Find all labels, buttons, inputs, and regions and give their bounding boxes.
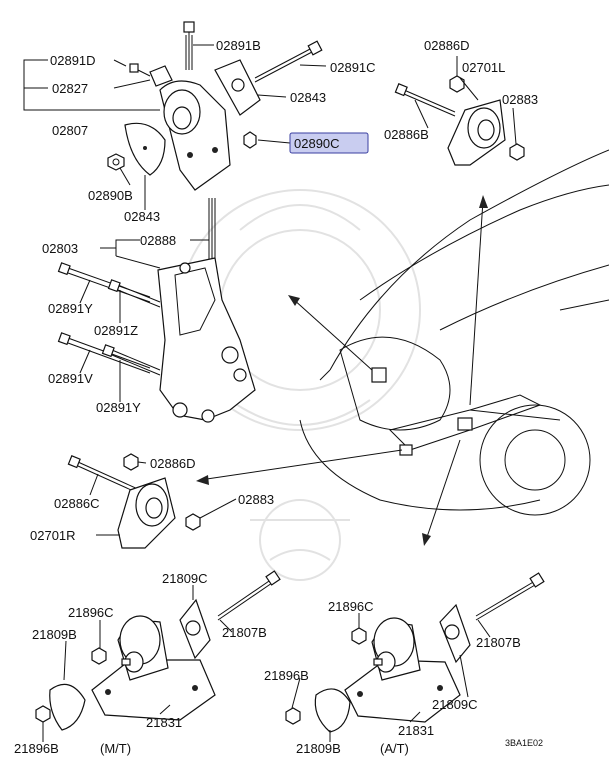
at-transmission-mount <box>285 572 545 733</box>
label-21807B-at[interactable]: 21807B <box>476 635 521 650</box>
label-21809B-at[interactable]: 21809B <box>296 741 341 756</box>
label-02827[interactable]: 02827 <box>52 81 88 96</box>
label-21896B-at[interactable]: 21896B <box>264 668 309 683</box>
label-02891C[interactable]: 02891C <box>330 60 376 75</box>
diagram-code: 3BA1E02 <box>505 738 543 748</box>
label-02890B[interactable]: 02890B <box>88 188 133 203</box>
label-21809B-mt[interactable]: 21809B <box>32 627 77 642</box>
label-21809C-at[interactable]: 21809C <box>432 697 478 712</box>
engine-mount-bracket-02803 <box>57 198 256 423</box>
label-21896C-mt[interactable]: 21896C <box>68 605 114 620</box>
label-02886B[interactable]: 02886B <box>384 127 429 142</box>
right-engine-mount-02701R <box>67 453 201 549</box>
label-21831-mt[interactable]: 21831 <box>146 715 182 730</box>
label-02886C[interactable]: 02886C <box>54 496 100 511</box>
label-02843-left[interactable]: 02843 <box>124 209 160 224</box>
label-02701L[interactable]: 02701L <box>462 60 505 75</box>
label-02886D-top[interactable]: 02886D <box>424 38 470 53</box>
highlighted-part-box <box>289 132 369 154</box>
top-engine-mount-assembly <box>107 21 323 191</box>
label-02890C[interactable]: 02890C <box>294 136 340 151</box>
label-02883-top[interactable]: 02883 <box>502 92 538 107</box>
label-02888[interactable]: 02888 <box>140 233 176 248</box>
label-02886D-mid[interactable]: 02886D <box>150 456 196 471</box>
left-engine-mount-02701L <box>394 75 525 166</box>
label-02891D[interactable]: 02891D <box>50 53 96 68</box>
car-body-outline <box>299 149 609 516</box>
label-21831-at[interactable]: 21831 <box>398 723 434 738</box>
label-02891Y-b[interactable]: 02891Y <box>96 400 141 415</box>
label-02891V[interactable]: 02891V <box>48 371 93 386</box>
label-02807[interactable]: 02807 <box>52 123 88 138</box>
label-21809C-mt[interactable]: 21809C <box>162 571 208 586</box>
label-21807B-mt[interactable]: 21807B <box>222 625 267 640</box>
mt-transmission-mount <box>35 570 281 731</box>
part-labels: 02891D 02891B 02891C 02827 02843 02807 0… <box>14 38 543 756</box>
label-02891Z[interactable]: 02891Z <box>94 323 138 338</box>
label-02891B[interactable]: 02891B <box>216 38 261 53</box>
label-21896B-mt[interactable]: 21896B <box>14 741 59 756</box>
label-21896C-at[interactable]: 21896C <box>328 599 374 614</box>
label-02883-mid[interactable]: 02883 <box>238 492 274 507</box>
label-02891Y-a[interactable]: 02891Y <box>48 301 93 316</box>
watermark-emblem <box>179 189 421 581</box>
label-at-variant: (A/T) <box>380 741 409 756</box>
label-02843-top[interactable]: 02843 <box>290 90 326 105</box>
pointer-arrows <box>196 195 488 546</box>
label-02803[interactable]: 02803 <box>42 241 78 256</box>
leader-lines <box>23 44 517 742</box>
label-mt-variant: (M/T) <box>100 741 131 756</box>
label-02701R[interactable]: 02701R <box>30 528 76 543</box>
